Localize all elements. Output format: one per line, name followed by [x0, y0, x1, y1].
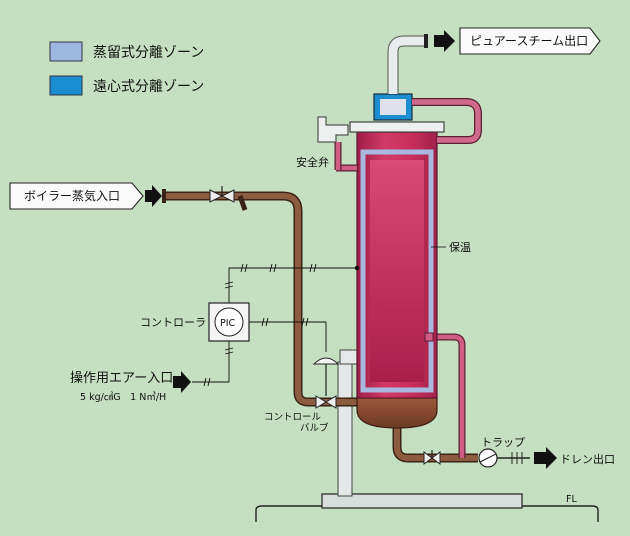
control-valve-label-2: バルブ — [300, 422, 329, 434]
boiler-inlet-callout-box — [9, 182, 144, 210]
controller: PIC コントローラ — [140, 302, 250, 342]
trap-label: トラップ — [481, 436, 525, 449]
vessel-top-flange — [349, 121, 445, 133]
pure-steam-outlet-callout: ピュアースチーム出口 — [459, 27, 601, 55]
floor-label: FL — [566, 494, 577, 505]
base-pad — [321, 493, 523, 509]
inlet-flange — [162, 189, 166, 203]
air-spec-label: 5 kg/㎠G 1 N㎥/H — [80, 391, 166, 403]
safety-valve-label: 安全弁 — [296, 155, 329, 169]
boiler-steam-line — [162, 186, 362, 407]
drain-outlet-label: ドレン出口 — [560, 452, 615, 466]
legend-label-centrifugal: 遠心式分離ゾーン — [93, 78, 204, 95]
insulation-jacket — [360, 149, 434, 393]
strainer-icon — [237, 195, 248, 211]
pic-icon — [214, 307, 244, 337]
control-valve: コントロール バルブ — [264, 357, 340, 434]
condensate-return — [430, 333, 466, 458]
operating-air-label: 操作用エアー入口 — [70, 370, 173, 386]
legend-swatch-distillation — [49, 41, 83, 62]
support-leg — [337, 361, 353, 497]
vessel-bottom-dish — [356, 395, 438, 429]
signal-lines — [192, 263, 360, 387]
insulation-label: 保温 — [449, 240, 471, 254]
legend: 蒸留式分離ゾーン 遠心式分離ゾーン — [49, 41, 204, 96]
drain-arrow-icon — [534, 447, 557, 469]
floor: FL — [255, 493, 599, 522]
inlet-arrow-icon — [145, 185, 162, 207]
safety-valve-icon — [317, 116, 349, 143]
outlet-callout-box — [459, 27, 601, 55]
control-valve-label-1: コントロール — [264, 412, 322, 423]
separator-vessel: 安全弁 保温 — [296, 30, 482, 429]
boiler-steam-inlet-callout: ボイラー蒸気入口 — [9, 182, 162, 210]
legend-swatch-centrifugal — [49, 75, 83, 96]
steam-trap: トラップ ドレン出口 — [478, 436, 615, 469]
distillation-zone — [370, 160, 424, 382]
outlet-flange — [424, 34, 428, 48]
operating-air-inlet: 操作用エアー入口 5 kg/㎠G 1 N㎥/H — [70, 370, 191, 403]
controller-label: コントローラ — [140, 316, 206, 329]
drain-line — [392, 420, 478, 465]
steam-pipe — [165, 191, 362, 407]
air-arrow-icon — [173, 371, 191, 393]
legend-label-distillation: 蒸留式分離ゾーン — [93, 44, 204, 61]
outlet-arrow-icon — [434, 30, 455, 52]
pure-steam-outlet-label: ピュアースチーム出口 — [470, 34, 588, 48]
pic-label: PIC — [220, 318, 236, 329]
boiler-inlet-label: ボイラー蒸気入口 — [24, 188, 120, 203]
control-valve-icon — [312, 357, 340, 365]
